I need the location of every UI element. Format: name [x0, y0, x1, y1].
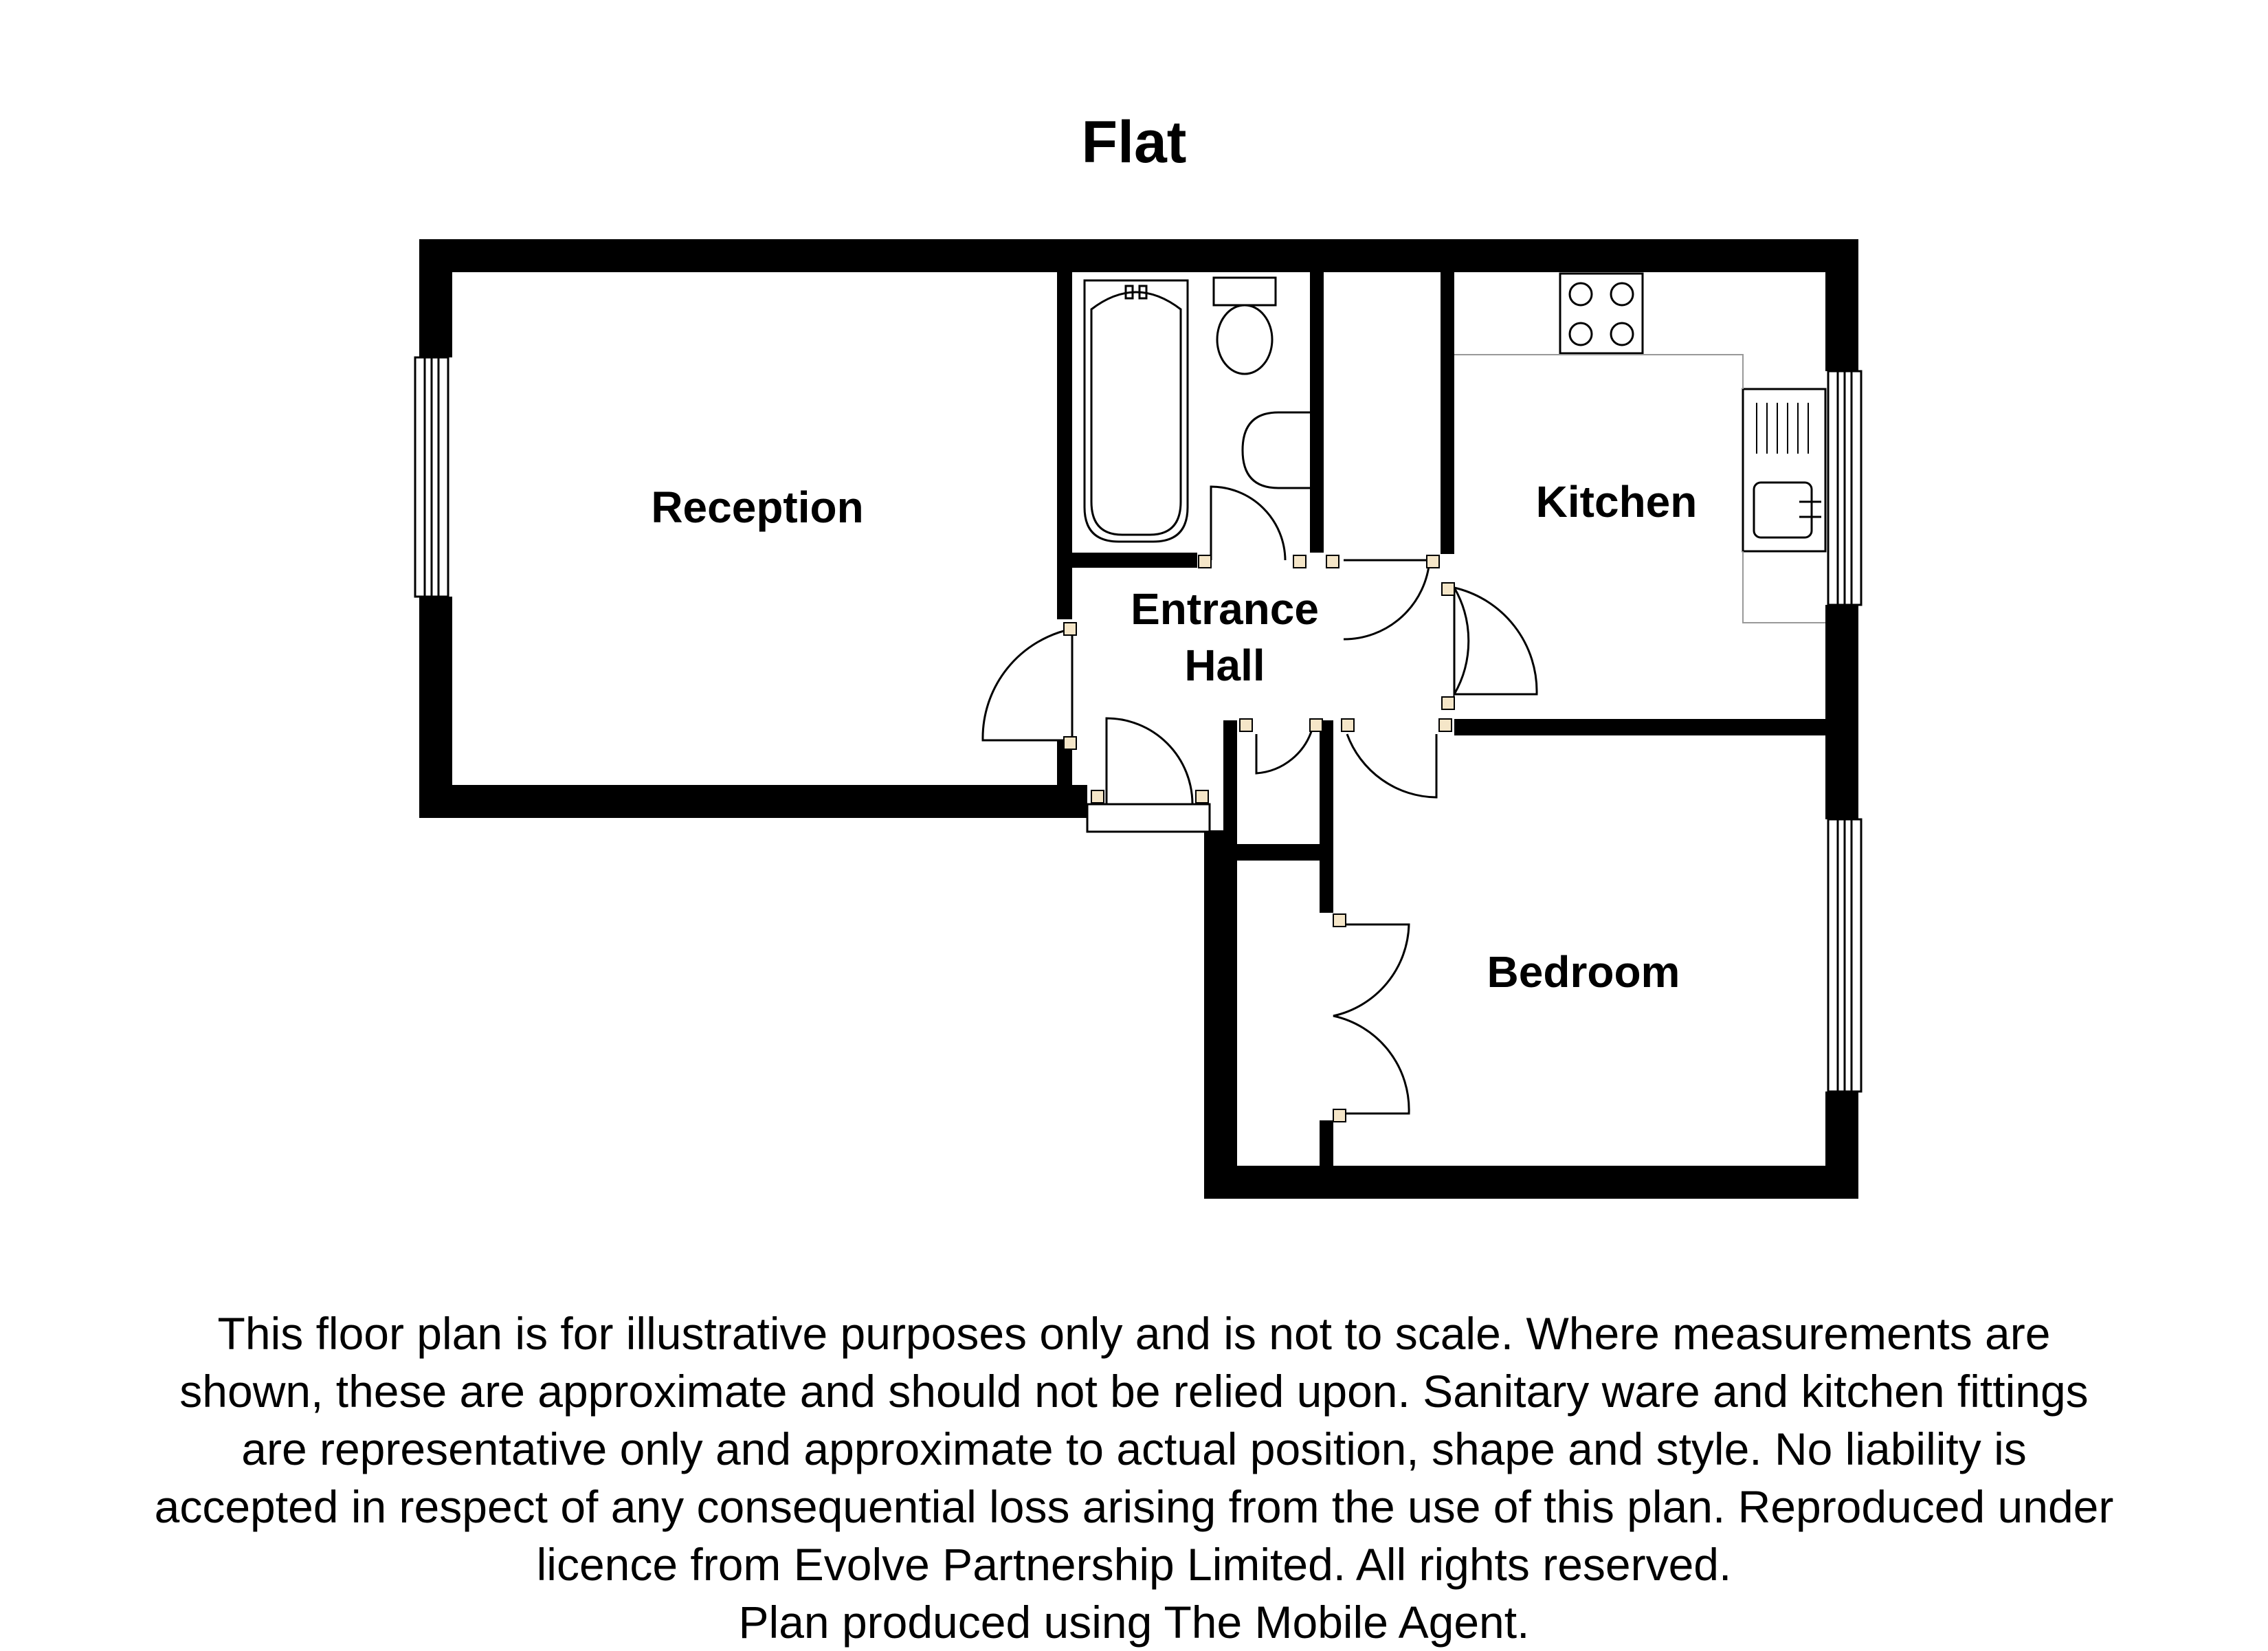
- door-bathroom: [1210, 485, 1287, 561]
- door-small-cupboard: [1255, 727, 1314, 775]
- toilet-bowl-icon: [1216, 304, 1274, 375]
- disclaimer-line: are representative only and approximate …: [241, 1423, 2027, 1474]
- room-label-reception: Reception: [651, 483, 863, 532]
- fixtures: [1083, 272, 1827, 553]
- plan-title: Flat: [1081, 109, 1187, 175]
- washbasin-icon: [1241, 411, 1310, 489]
- kitchen-sink-icon: [1742, 388, 1827, 553]
- room-label-entrance-hall-2: Hall: [1184, 641, 1265, 690]
- hob-icon: [1559, 272, 1644, 355]
- disclaimer-line: accepted in respect of any consequential…: [154, 1481, 2114, 1532]
- wall-bathroom-wc: [1310, 272, 1324, 553]
- door-hall-cupboard-upper: [1343, 559, 1431, 641]
- toilet-cistern-icon: [1212, 276, 1277, 307]
- bath-icon: [1083, 279, 1189, 543]
- kitchen-counter: [1454, 354, 1825, 623]
- wall-bedroom-wardrobe-upper: [1320, 720, 1333, 913]
- disclaimer-line: This floor plan is for illustrative purp…: [217, 1308, 2051, 1359]
- outer-wall-bottom-reception: [419, 785, 1087, 818]
- door-kitchen: [1453, 587, 1470, 698]
- wall-bedroom-wardrobe-lower: [1320, 1120, 1333, 1166]
- wall-bathroom-bottom: [1072, 553, 1197, 568]
- disclaimer-line: shown, these are approximate and should …: [179, 1366, 2089, 1417]
- outer-wall-right-mid: [1825, 605, 1858, 819]
- door-front: [1105, 717, 1194, 805]
- walls: [419, 239, 1858, 1199]
- outer-wall-right-upper: [1825, 239, 1858, 371]
- wall-cupboard-kitchen: [1441, 272, 1454, 554]
- outer-wall-left-lower: [419, 597, 452, 818]
- disclaimer-text: This floor plan is for illustrative purp…: [0, 1305, 2268, 1651]
- door-reception: [981, 628, 1074, 742]
- room-label-bedroom: Bedroom: [1487, 947, 1680, 997]
- outer-wall-left-upper: [419, 239, 452, 357]
- disclaimer-line: Plan produced using The Mobile Agent.: [738, 1597, 1530, 1648]
- room-labels: Reception Entrance Hall Kitchen Bedroom: [651, 477, 1697, 997]
- wall-cupboard-bottom: [1237, 844, 1333, 861]
- front-door-threshold: [1086, 803, 1211, 833]
- door-wardrobe: [1333, 923, 1410, 1115]
- outer-wall-left-bedroom: [1204, 830, 1237, 1199]
- outer-wall-top: [419, 239, 1858, 272]
- room-label-kitchen: Kitchen: [1536, 477, 1698, 527]
- wall-reception-hall-lower: [1057, 740, 1072, 818]
- doors: [981, 485, 1538, 1115]
- door-jambs: [1063, 555, 1455, 1122]
- disclaimer-line: licence from Evolve Partnership Limited.…: [536, 1539, 1732, 1590]
- outer-wall-bottom-bedroom: [1204, 1166, 1858, 1199]
- room-label-entrance-hall-1: Entrance: [1131, 584, 1319, 634]
- door-bedroom: [1346, 733, 1438, 799]
- wall-kitchen-bedroom: [1454, 719, 1825, 735]
- windows: [414, 356, 1863, 1093]
- wall-hall-cupboard-left: [1223, 720, 1237, 830]
- wall-reception-hall-upper: [1057, 272, 1072, 619]
